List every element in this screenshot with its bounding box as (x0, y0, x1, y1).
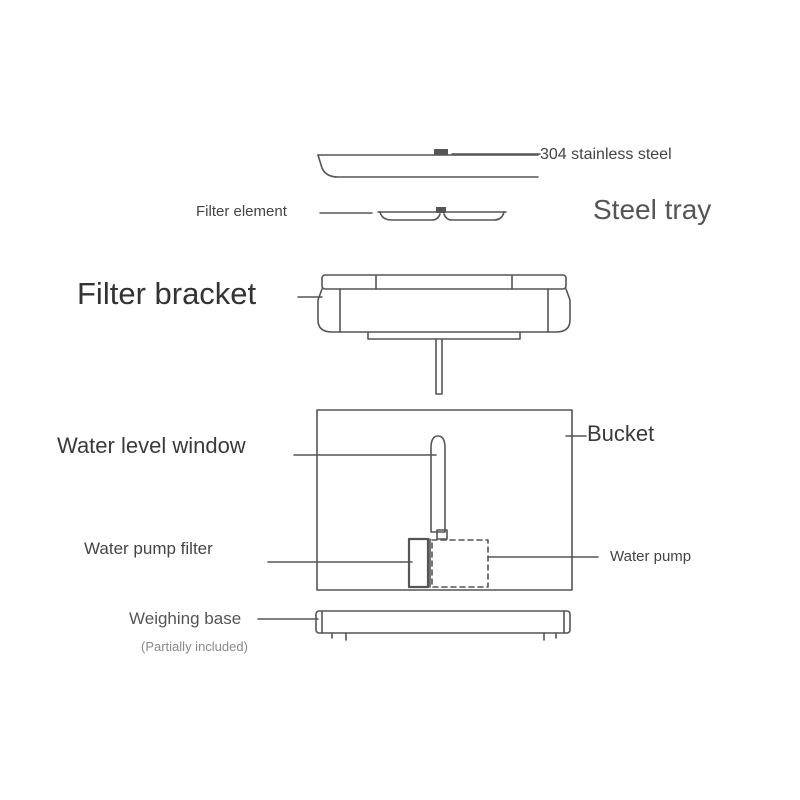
label-filter-bracket: Filter bracket (77, 276, 257, 311)
bucket-part (316, 409, 573, 591)
label-steel-tray: Steel tray (593, 194, 712, 225)
label-weighing-base: Weighing base (129, 609, 242, 628)
label-filter-element: Filter element (196, 203, 287, 220)
label-water-pump: Water pump (610, 548, 692, 565)
label-water-level-window: Water level window (57, 433, 246, 458)
filter-element-part (377, 207, 507, 221)
label-partially-included: (Partially included) (141, 639, 248, 654)
weighing-base-part (315, 610, 571, 641)
filter-bracket-part (317, 274, 571, 395)
label-304-stainless-steel: 304 stainless steel (540, 146, 672, 163)
label-water-pump-filter: Water pump filter (84, 539, 213, 558)
steel-tray-part (317, 149, 539, 178)
label-bucket: Bucket (587, 421, 655, 446)
